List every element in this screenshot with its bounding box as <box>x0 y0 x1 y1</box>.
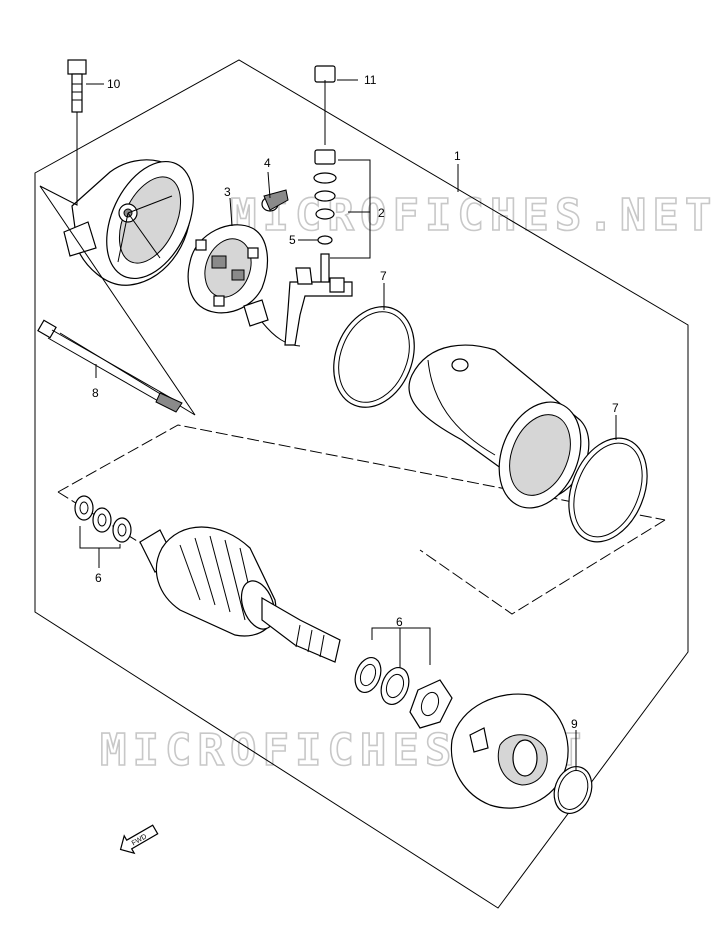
callout-10: 10 <box>107 77 121 91</box>
callout-8: 8 <box>92 386 99 400</box>
fwd-label: FWD <box>131 833 148 847</box>
callout-6-right: 6 <box>396 615 403 629</box>
callout-4: 4 <box>264 156 271 170</box>
armature <box>139 526 341 663</box>
callout-11: 11 <box>364 73 377 87</box>
through-bolt-8 <box>37 319 183 413</box>
front-cover <box>63 159 194 286</box>
rear-cover <box>450 693 569 809</box>
fwd-arrow-icon: FWD <box>119 824 159 855</box>
callout-2: 2 <box>378 206 385 220</box>
brush-plate <box>187 224 269 314</box>
brush-lead <box>243 299 301 347</box>
o-ring-right <box>568 437 648 543</box>
callout-7-right: 7 <box>612 401 619 415</box>
callout-5: 5 <box>289 233 296 247</box>
callout-9: 9 <box>571 717 578 731</box>
callout-6-left: 6 <box>95 571 102 585</box>
terminal-hardware <box>298 65 371 285</box>
motor-yoke <box>408 344 590 509</box>
washers-right <box>354 627 453 729</box>
watermark-top: MICROFICHES.NET <box>230 190 717 241</box>
o-ring-upper <box>333 306 415 408</box>
callout-3: 3 <box>224 185 231 199</box>
callout-7-upper: 7 <box>380 269 387 283</box>
terminal-bracket <box>284 267 353 346</box>
leader-lines <box>229 79 617 770</box>
assembly-outline <box>34 59 689 909</box>
washers-left <box>74 495 132 568</box>
bolt-10 <box>67 59 104 113</box>
callout-1: 1 <box>454 149 461 163</box>
